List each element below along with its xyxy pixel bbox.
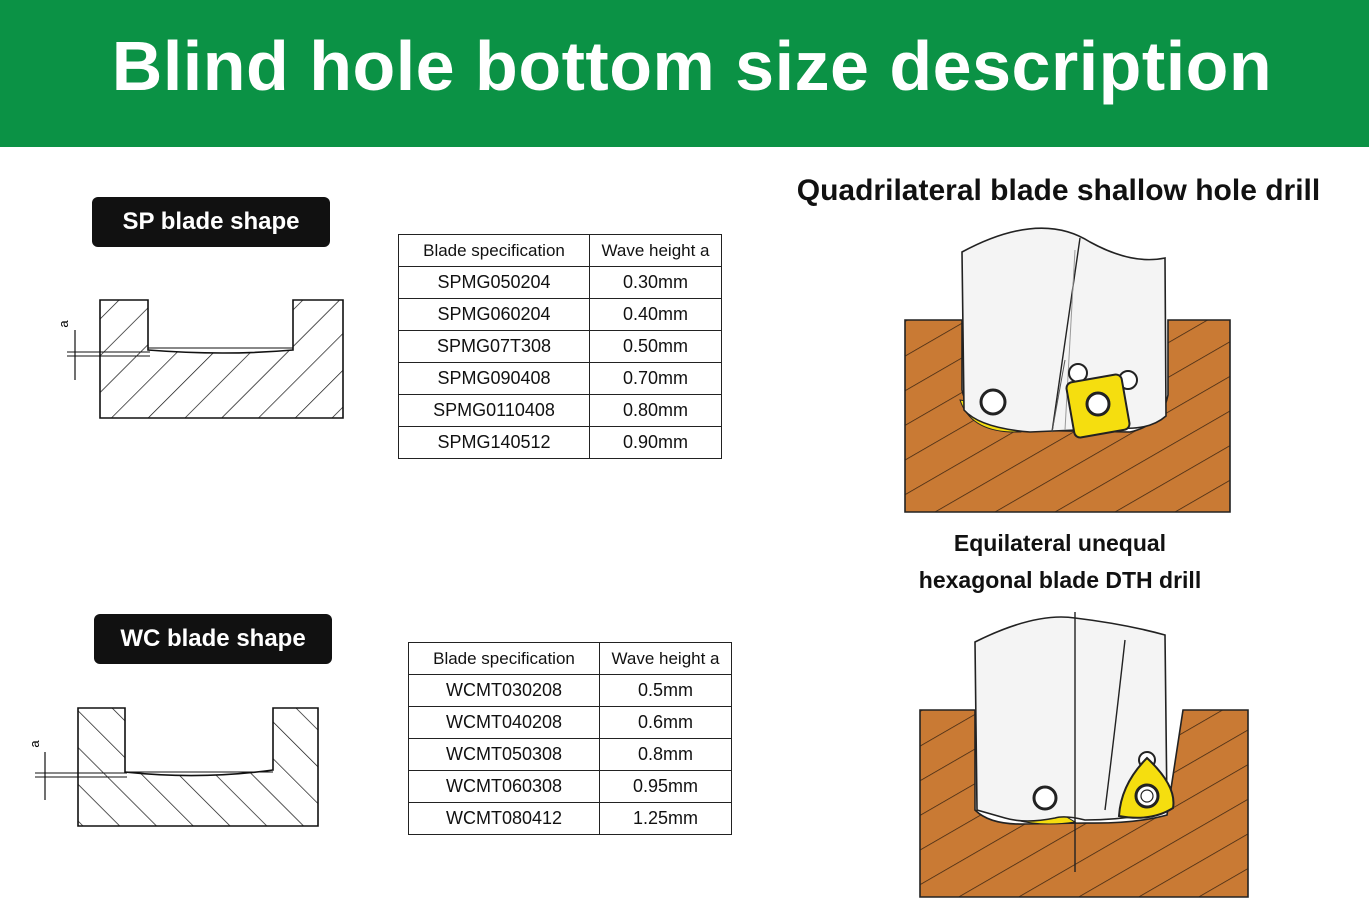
- column-header: Blade specification: [408, 642, 600, 675]
- sp-spec-table: Blade specification Wave height a SPMG05…: [398, 234, 722, 459]
- spec-cell: SPMG060204: [398, 298, 590, 331]
- page-title: Blind hole bottom size description: [111, 27, 1273, 105]
- sp-blade-badge: SP blade shape: [92, 197, 330, 247]
- wave-cell: 0.70mm: [589, 362, 722, 395]
- quadrilateral-drill-illustration: [904, 227, 1231, 513]
- spec-cell: WCMT050308: [408, 738, 600, 771]
- wave-cell: 0.8mm: [599, 738, 732, 771]
- wave-cell: 0.50mm: [589, 330, 722, 363]
- spec-cell: SPMG090408: [398, 362, 590, 395]
- wave-cell: 0.30mm: [589, 266, 722, 299]
- wave-cell: 0.6mm: [599, 706, 732, 739]
- wave-cell: 0.95mm: [599, 770, 732, 803]
- column-header: Wave height a: [599, 642, 732, 675]
- wave-cell: 0.40mm: [589, 298, 722, 331]
- spec-cell: SPMG0110408: [398, 394, 590, 427]
- sp-profile-diagram: a: [56, 299, 344, 419]
- title-banner: [0, 0, 1369, 147]
- spec-cell: WCMT030208: [408, 674, 600, 707]
- table-header-row: Blade specification Wave height a: [398, 234, 722, 267]
- wave-cell: 0.80mm: [589, 394, 722, 427]
- spec-cell: SPMG140512: [398, 426, 590, 459]
- sp-dim-label: a: [56, 320, 71, 328]
- spec-cell: WCMT040208: [408, 706, 600, 739]
- spec-cell: SPMG07T308: [398, 330, 590, 363]
- spec-cell: SPMG050204: [398, 266, 590, 299]
- table-header-row: Blade specification Wave height a: [408, 642, 732, 675]
- wc-profile-diagram: a: [27, 707, 319, 827]
- wc-dim-label: a: [27, 740, 42, 748]
- column-header: Wave height a: [589, 234, 722, 267]
- wave-cell: 0.5mm: [599, 674, 732, 707]
- wc-spec-table: Blade specification Wave height a WCMT03…: [408, 642, 732, 835]
- wc-blade-badge: WC blade shape: [94, 614, 332, 664]
- column-header: Blade specification: [398, 234, 590, 267]
- wave-cell: 0.90mm: [589, 426, 722, 459]
- drill-top-caption: Quadrilateral blade shallow hole drill: [796, 174, 1321, 207]
- hexagonal-drill-illustration: [919, 612, 1249, 898]
- spec-cell: WCMT060308: [408, 770, 600, 803]
- wave-cell: 1.25mm: [599, 802, 732, 835]
- drill-bottom-caption-line2: hexagonal blade DTH drill: [918, 567, 1202, 593]
- spec-cell: WCMT080412: [408, 802, 600, 835]
- drill-bottom-caption-line1: Equilateral unequal: [953, 530, 1167, 556]
